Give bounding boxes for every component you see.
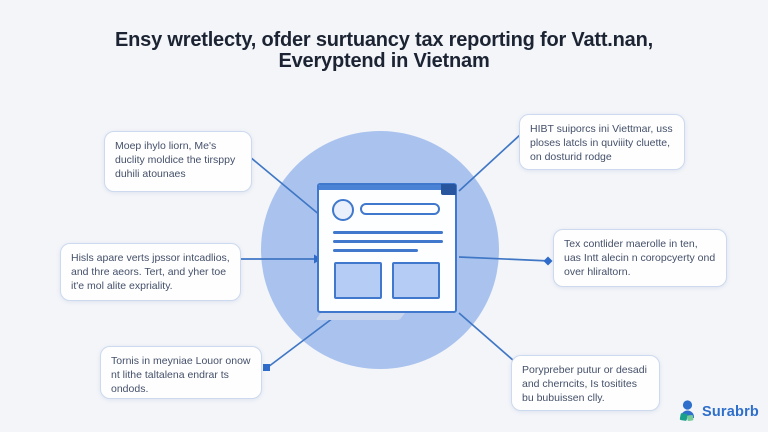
callout-top-right: HIBT suiporcs ini Viettmar, uss ploses l… xyxy=(519,114,685,170)
page-title: Ensy wretlecty, ofder surtuancy tax repo… xyxy=(0,30,768,72)
callout-bottom-left: Tornis in meyniae Louor onow nt lithe ta… xyxy=(100,346,262,399)
title-pill xyxy=(360,203,440,215)
connector-top-right xyxy=(458,133,522,192)
text-line xyxy=(333,240,443,243)
connector-bottom-left xyxy=(267,311,342,368)
document-illustration xyxy=(317,183,457,313)
text-line xyxy=(333,249,418,252)
document-header-strip xyxy=(319,185,455,190)
connector-bottom-right xyxy=(458,312,515,362)
document-corner-fold xyxy=(441,184,456,195)
connector-middle-right xyxy=(458,256,551,262)
callout-bottom-right: Porypreber putur or desadi and cherncits… xyxy=(511,355,660,411)
callout-text: Tex contlider maerolle in ten, uas Intt … xyxy=(564,238,716,278)
title-line-2: Everyptend in Vietnam xyxy=(278,50,490,72)
connector-dot-bottom-left xyxy=(263,364,270,371)
callout-text: Tornis in meyniae Louor onow nt lithe ta… xyxy=(111,355,251,395)
connector-dot-middle-right xyxy=(543,256,553,266)
callout-middle-right: Tex contlider maerolle in ten, uas Intt … xyxy=(553,229,727,287)
text-line xyxy=(333,231,443,234)
callout-top-left: Moep ihylo liorn, Me's duclity moldice t… xyxy=(104,131,252,192)
callout-text: Hisls apare verts jpssor intcadlios, and… xyxy=(71,252,230,292)
person-icon xyxy=(679,400,694,422)
avatar-circle xyxy=(332,199,354,221)
callout-text: Porypreber putur or desadi and cherncits… xyxy=(522,364,647,404)
thumbnail-box xyxy=(392,262,440,299)
callout-text: HIBT suiporcs ini Viettmar, uss ploses l… xyxy=(530,123,673,163)
thumbnail-box xyxy=(334,262,382,299)
brand-logo: Surabrb xyxy=(678,400,759,423)
title-line-1: Ensy wretlecty, ofder surtuancy tax repo… xyxy=(115,29,653,51)
connector-top-left xyxy=(249,156,322,217)
callout-middle-left: Hisls apare verts jpssor intcadlios, and… xyxy=(60,243,241,301)
logo-text: Surabrb xyxy=(702,403,759,420)
callout-text: Moep ihylo liorn, Me's duclity moldice t… xyxy=(115,140,236,180)
